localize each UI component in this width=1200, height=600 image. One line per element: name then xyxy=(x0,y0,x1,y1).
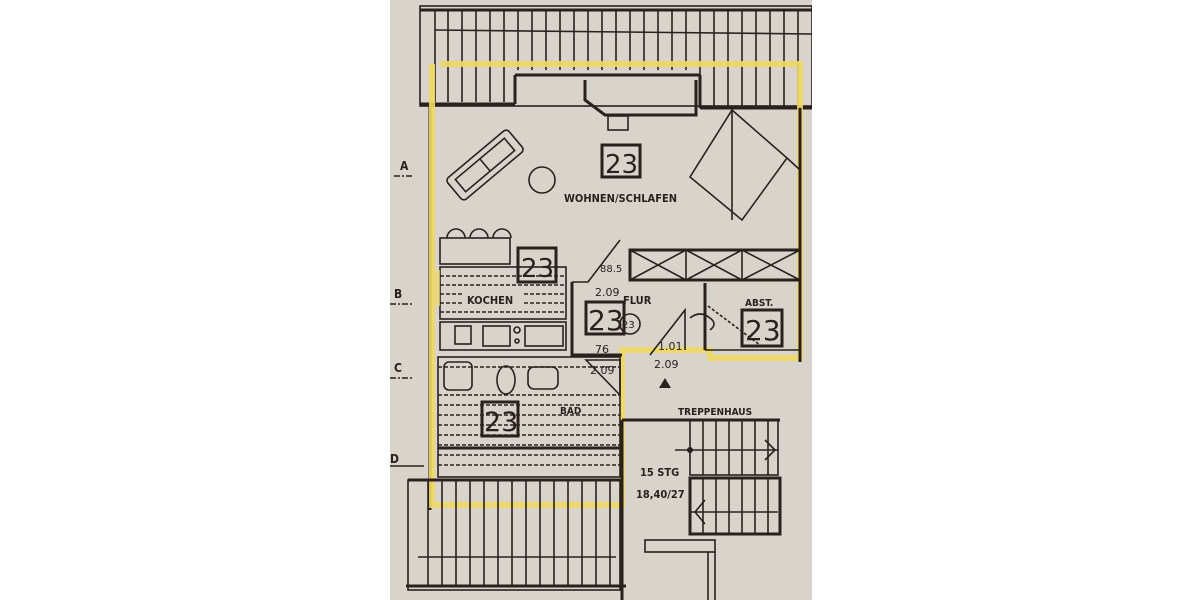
svg-text:B: B xyxy=(394,287,402,301)
floor-plan: A B C D 23 WOHNEN/SCHLAFEN xyxy=(390,0,812,600)
svg-text:1.01: 1.01 xyxy=(658,340,683,353)
kitchen-counter xyxy=(439,321,567,351)
roof-top xyxy=(419,5,812,110)
svg-text:23: 23 xyxy=(622,320,635,331)
entry-arrow-icon xyxy=(659,378,671,388)
svg-text:2.09: 2.09 xyxy=(590,364,615,377)
floor-plan-drawing: A B C D 23 WOHNEN/SCHLAFEN xyxy=(390,5,812,600)
sofa xyxy=(446,129,524,201)
svg-text:23: 23 xyxy=(588,304,624,337)
svg-text:2.09: 2.09 xyxy=(595,286,620,299)
room-code-box-flur xyxy=(584,300,626,336)
svg-text:23: 23 xyxy=(521,254,554,284)
room-label-wohnen: WOHNEN/SCHLAFEN xyxy=(564,192,677,205)
room-code-box-wohnen xyxy=(600,143,642,179)
stair-ratio-label: 18,40/27 xyxy=(636,488,685,501)
bed xyxy=(688,108,801,222)
svg-text:2.09: 2.09 xyxy=(654,358,679,371)
room-code-box-kochen xyxy=(516,246,558,284)
dormer-bay xyxy=(583,80,698,131)
room-code-box-abst xyxy=(740,308,784,348)
dining-chairs xyxy=(439,228,512,265)
bath-tiles xyxy=(437,356,621,478)
abst-walls xyxy=(689,283,800,351)
roof-bottom xyxy=(406,478,626,591)
svg-text:88.5: 88.5 xyxy=(600,264,622,275)
room-label-bad: BAD xyxy=(560,406,581,417)
room-label-abst: ABST. xyxy=(745,298,773,309)
svg-text:76: 76 xyxy=(595,343,609,356)
room-label-kochen: KOCHEN xyxy=(467,294,513,307)
svg-text:23: 23 xyxy=(745,314,781,347)
svg-text:23: 23 xyxy=(484,407,518,438)
svg-text:D: D xyxy=(390,452,399,466)
staircase xyxy=(620,418,782,600)
kitchen-tiles xyxy=(432,266,567,320)
svg-text:23: 23 xyxy=(605,150,638,180)
room-label-flur: FLUR xyxy=(623,294,652,307)
round-table xyxy=(528,166,556,194)
svg-text:C: C xyxy=(394,361,402,375)
room-label-treppenhaus: TREPPENHAUS xyxy=(678,407,752,418)
flur-secondary-code-circle xyxy=(619,313,641,335)
flur-walls xyxy=(570,239,686,357)
stair-steps-label: 15 STG xyxy=(640,466,679,479)
svg-text:A: A xyxy=(400,159,409,173)
wardrobe xyxy=(628,248,802,282)
room-code-box-bad xyxy=(480,400,520,438)
axis-markers: A B C D xyxy=(390,159,424,467)
